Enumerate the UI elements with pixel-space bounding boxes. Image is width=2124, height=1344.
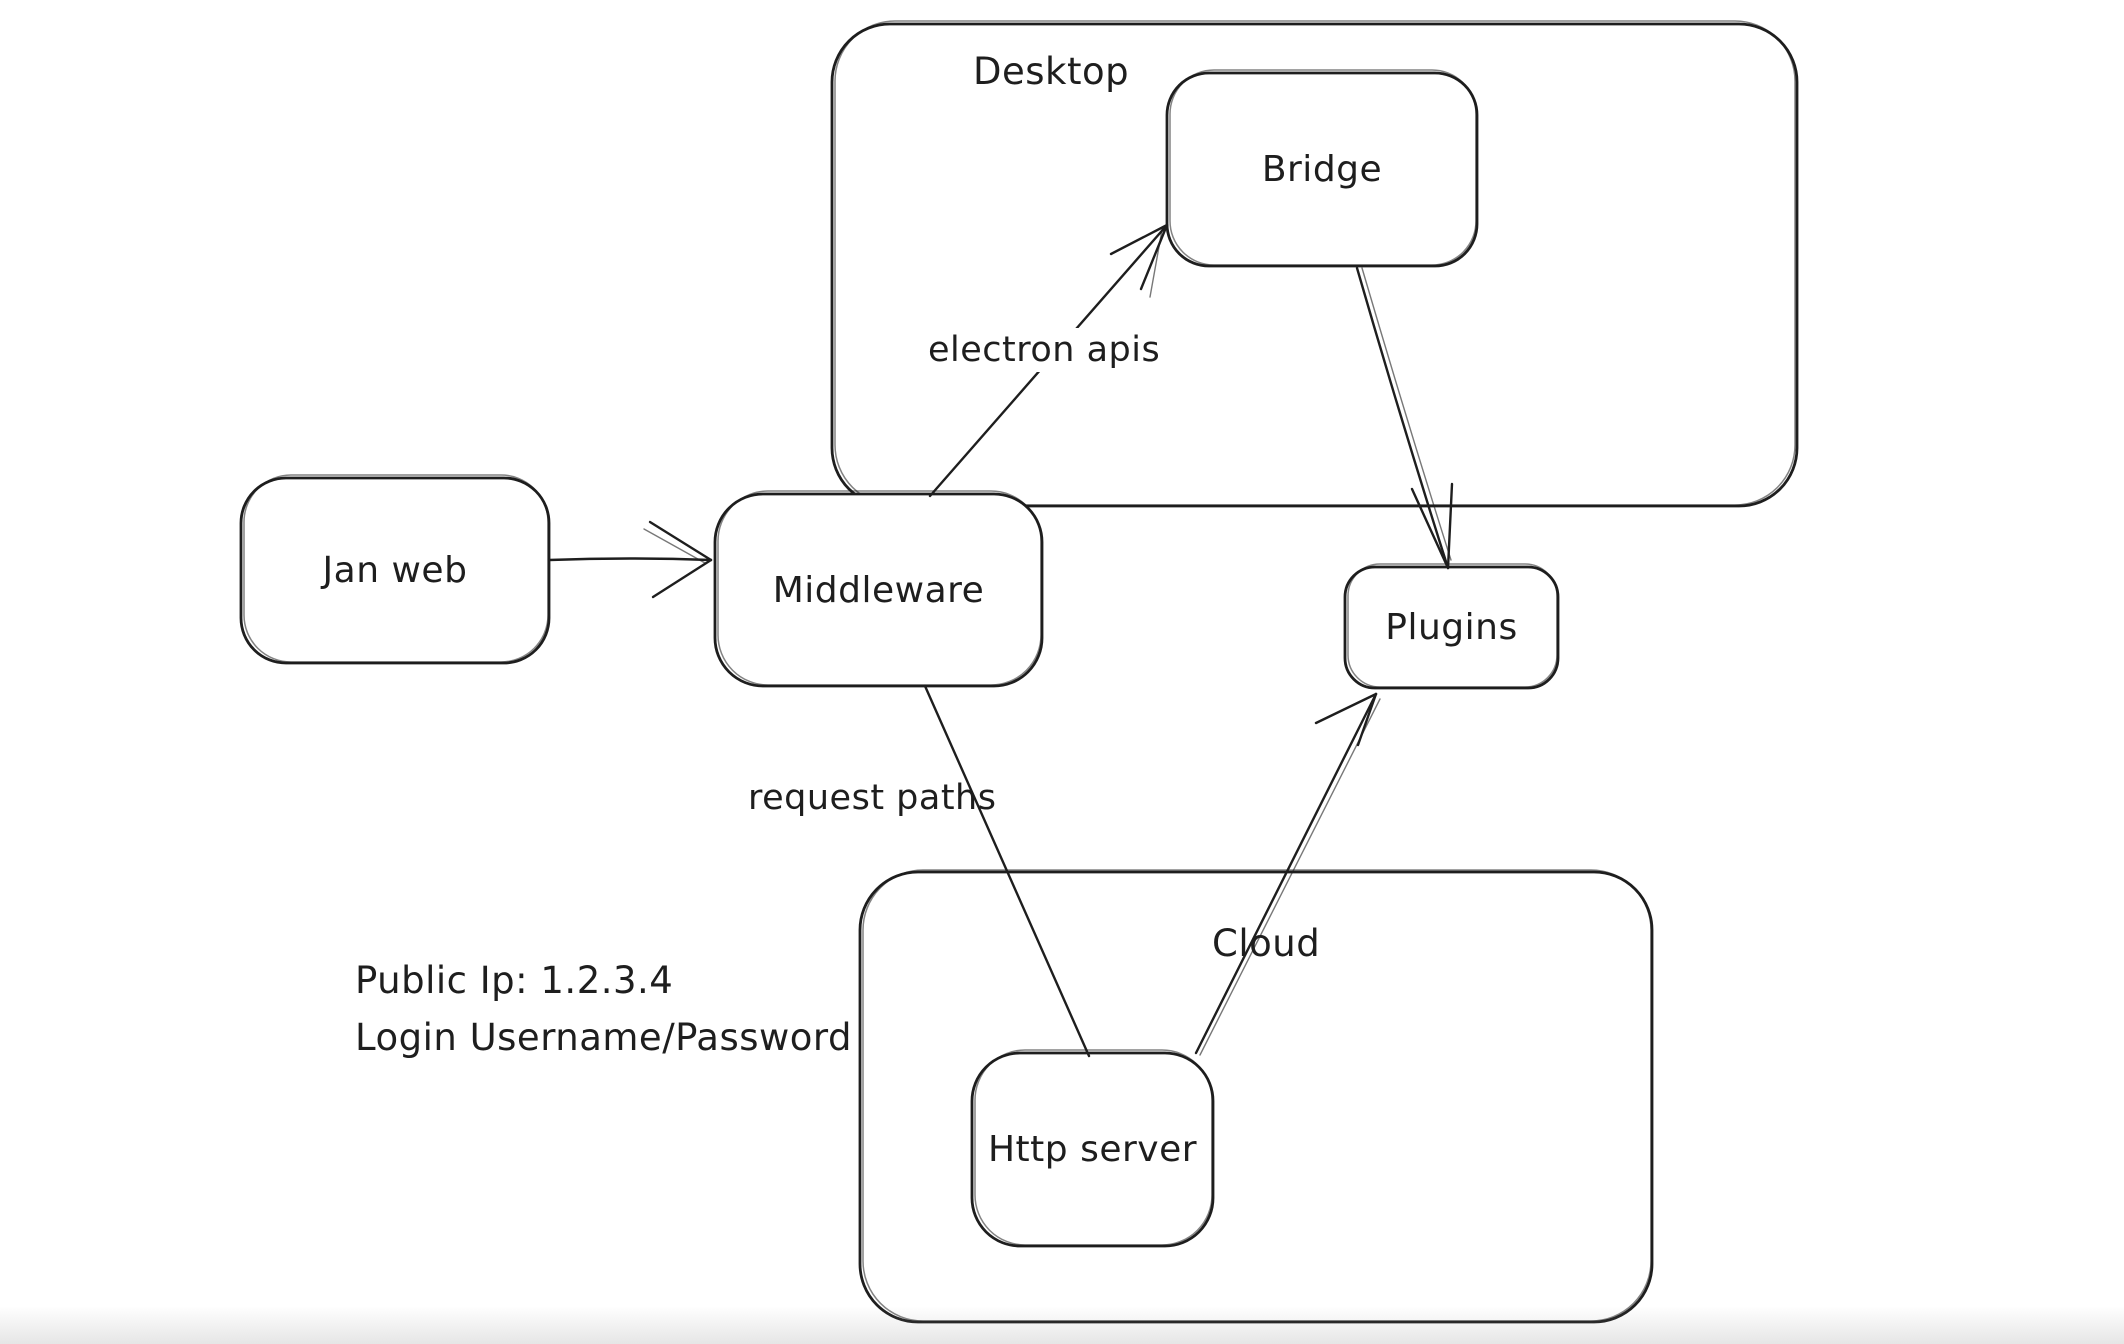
edge-http-server-to-plugins[interactable] bbox=[1194, 692, 1381, 1056]
container-cloud-label[interactable]: Cloud bbox=[1212, 922, 1321, 965]
annotation-line-public-ip: Public Ip: 1.2.3.4 bbox=[355, 959, 674, 1002]
annotation-line-login: Login Username/Password bbox=[355, 1016, 852, 1059]
node-middleware-shape[interactable] bbox=[713, 490, 1044, 688]
edge-bridge-to-plugins[interactable] bbox=[1355, 266, 1454, 570]
container-desktop-label[interactable]: Desktop bbox=[973, 50, 1130, 93]
edge-jan-web-to-middleware[interactable] bbox=[547, 520, 713, 599]
node-bridge-shape[interactable] bbox=[1165, 69, 1479, 268]
node-http-server-shape[interactable] bbox=[970, 1049, 1215, 1248]
edge-label-electron-apis[interactable]: electron apis bbox=[922, 328, 1167, 372]
edge-label-request-paths[interactable]: request paths bbox=[748, 778, 997, 818]
annotation-public-ip[interactable]: Public Ip: 1.2.3.4 Login Username/Passwo… bbox=[355, 952, 852, 1066]
container-desktop-shape[interactable] bbox=[830, 20, 1799, 508]
container-cloud-shape[interactable] bbox=[858, 869, 1654, 1324]
node-jan-web-shape[interactable] bbox=[239, 474, 551, 665]
node-plugins-shape[interactable] bbox=[1343, 563, 1560, 690]
edge-middleware-to-http-server[interactable] bbox=[923, 684, 1091, 1058]
